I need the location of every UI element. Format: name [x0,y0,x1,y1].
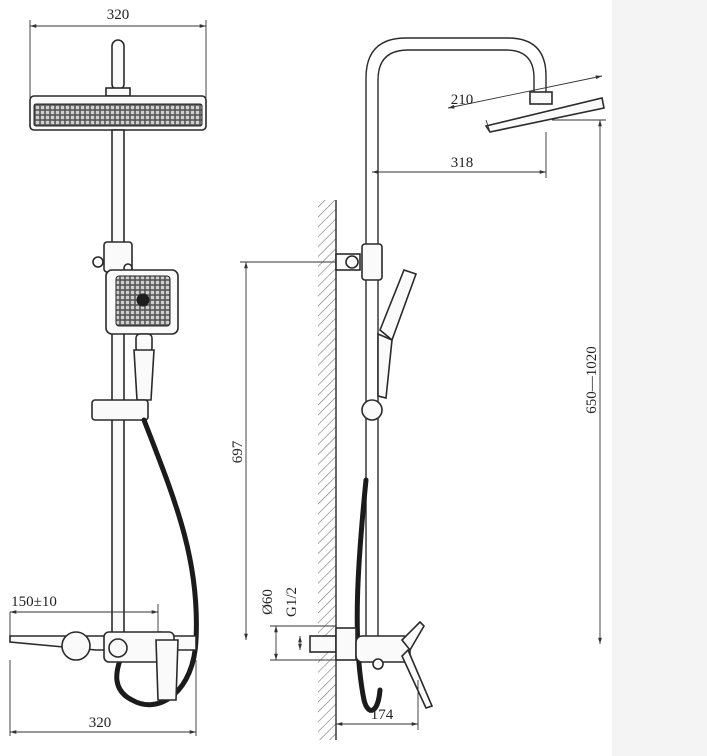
main-pipe [111,129,125,636]
dim-height-range-label: 650—1020 [584,346,600,414]
side-hand-head [379,269,418,342]
bracket-knob-left [92,256,104,268]
dim-bracket-height-label: 697 [230,440,246,463]
head-joint [529,91,553,105]
head-riser [111,39,125,91]
hand-shower-handle [133,349,155,401]
side-bracket-clamp [361,243,383,281]
technical-drawing: 320 150±10 [0,0,612,756]
dim-line-head-size [447,75,603,109]
side-slide-holder [361,399,383,421]
dim-bottom-width-label: 320 [89,715,112,731]
head-connector [105,87,131,97]
dim-top-width-label: 320 [107,7,130,23]
arm-inner [377,49,535,640]
dim-head-size-label: 210 [451,92,474,108]
shower-hose [114,417,199,708]
side-hose [354,477,383,713]
side-view: 210 318 650—1020 697 Ø60 G1/2 [230,37,606,740]
side-hand-handle [377,332,393,399]
rain-head-nozzles [33,103,203,127]
dim-wall-depth-label: 174 [371,707,394,723]
side-lever [401,648,434,709]
side-diverter [372,658,384,670]
front-view: 320 150±10 [9,7,207,736]
side-cover [335,627,357,661]
diverter-knob [108,638,128,658]
eccentric-left [61,631,91,661]
side-lever-top [400,620,426,652]
dim-thread-label: G1/2 [284,587,300,617]
mixer-lever [155,639,179,701]
dim-arm-reach-label: 318 [451,155,474,171]
wall-hatching [318,200,336,740]
head-edge [485,119,491,133]
dim-spout-label: 150±10 [11,594,57,610]
dim-cover-diameter-label: Ø60 [260,589,276,615]
side-bracket-knob [345,255,359,269]
arm-outer [365,37,547,640]
hand-shower-center [136,293,150,307]
side-inlet [309,635,337,653]
shower-system-diagram: 320 150±10 [9,7,606,740]
slide-holder [91,399,149,421]
